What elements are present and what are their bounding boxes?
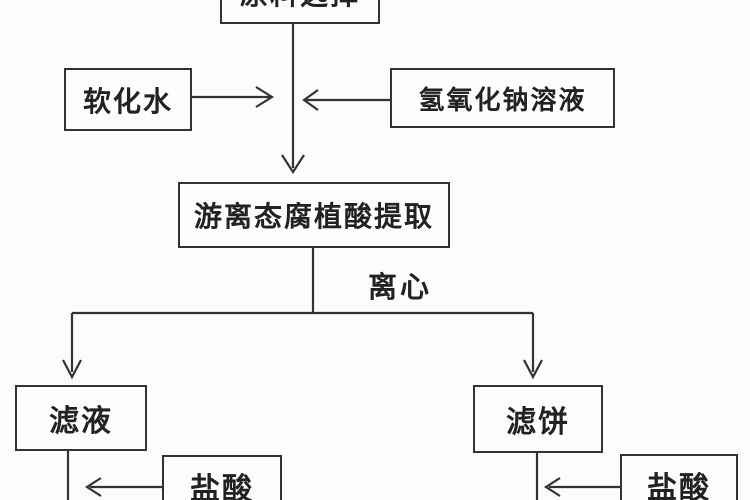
node-hydrochloric-acid-left: 盐酸 (162, 455, 282, 500)
arrowhead-right-icon (255, 86, 275, 108)
arrowhead-left-icon (302, 89, 319, 111)
node-softened-water: 软化水 (64, 68, 192, 131)
node-filtrate: 滤液 (15, 385, 147, 451)
node-raw-material: 原料选择 (220, 0, 380, 24)
node-humic-acid-extraction: 游离态腐植酸提取 (178, 182, 450, 248)
arrowhead-down-icon (62, 359, 82, 380)
arrowhead-left-icon (84, 477, 102, 497)
node-naoh-solution: 氢氧化钠溶液 (390, 68, 615, 128)
arrowhead-down-icon (523, 359, 543, 380)
arrowhead-left-icon (543, 477, 561, 497)
arrowhead-down-icon (281, 154, 305, 175)
node-filter-cake: 滤饼 (473, 385, 603, 453)
edge-label-centrifuge: 离心 (368, 272, 433, 304)
node-hydrochloric-acid-right: 盐酸 (620, 454, 738, 500)
